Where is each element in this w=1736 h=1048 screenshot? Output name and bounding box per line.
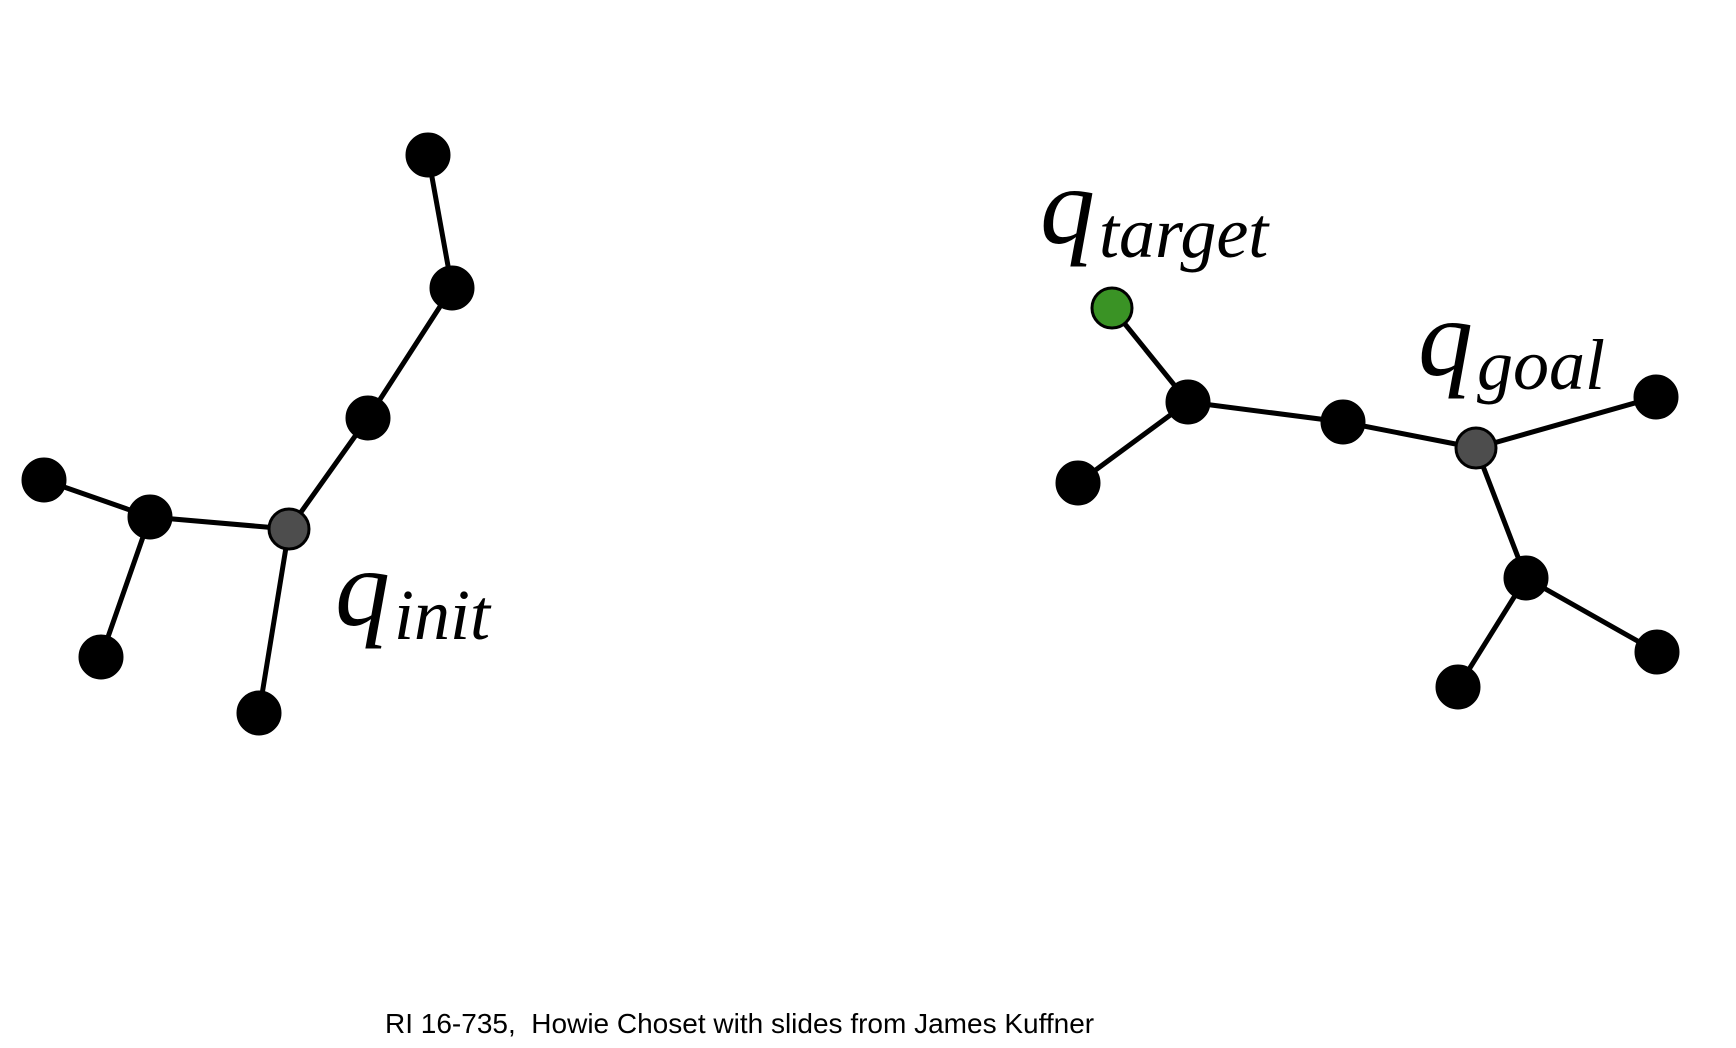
init-tree-edge [286,415,371,532]
goal-tree-edge [1473,445,1529,581]
tree-node [78,634,124,680]
tree-node [1503,555,1549,601]
init-tree-edge [425,152,455,291]
tree-node [21,457,67,503]
tree-node [1055,460,1101,506]
tree-node [1320,399,1366,445]
q-target-subscript: target [1099,193,1270,273]
q-goal-label: qgoal [1418,277,1605,405]
goal-tree-edge [1075,399,1191,486]
q-goal-node [1454,426,1498,470]
goal-tree-edge [1523,575,1660,655]
init-tree-nodes [21,132,475,736]
q-goal-subscript: goal [1477,325,1605,405]
tree-node [405,132,451,178]
q-goal-symbol: q [1418,277,1473,399]
q-init-node [267,507,311,551]
q-target-label: qtarget [1040,145,1270,273]
init-tree-edge [147,514,292,532]
q-target-symbol: q [1040,145,1095,267]
q-init-subscript: init [394,575,492,655]
q-init-label: qinit [335,527,492,655]
goal-tree-edge [1340,419,1479,451]
init-tree-edge [256,526,292,716]
init-tree-edge [98,514,153,660]
q-target-node [1090,286,1134,330]
goal-tree-edge [1473,394,1659,451]
tree-node [1435,664,1481,710]
tree-node [1165,379,1211,425]
q-init-symbol: q [335,527,390,649]
tree-node [236,690,282,736]
init-tree-edges [41,152,455,716]
tree-node [345,395,391,441]
goal-tree-edge [1185,399,1346,425]
init-tree-edge [365,285,455,421]
tree-node [127,494,173,540]
tree-node [429,265,475,311]
goal-tree-nodes [1055,286,1680,710]
slide-footer: RI 16-735, Howie Choset with slides from… [385,1008,1095,1039]
tree-node [1633,374,1679,420]
tree-node [1634,629,1680,675]
